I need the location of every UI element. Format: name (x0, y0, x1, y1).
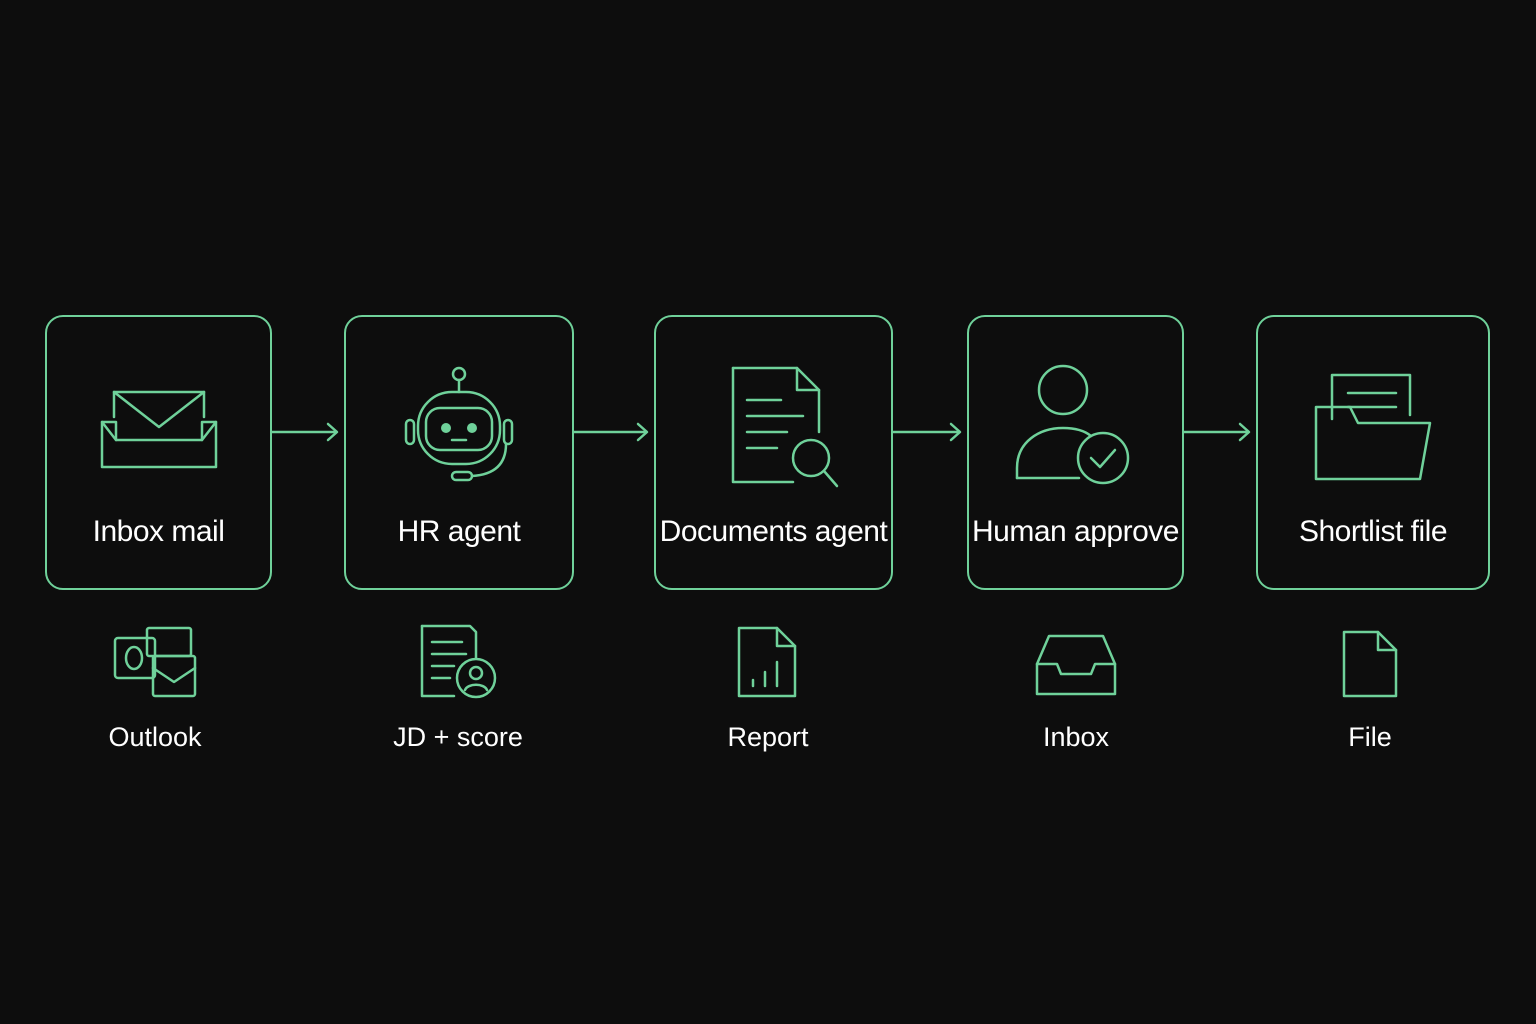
sub-label: Inbox (1042, 722, 1110, 752)
sub-label: Outlook (108, 722, 202, 752)
step-documents-agent: Documents agent (654, 315, 893, 590)
sub-report: Report (688, 615, 848, 753)
sub-label: JD + score (393, 722, 523, 752)
folder-icon (1258, 357, 1488, 497)
step-inbox-mail: Inbox mail (45, 315, 272, 590)
inbox-tray-icon (996, 615, 1156, 700)
step-label: HR agent (397, 515, 521, 548)
outlook-icon (75, 615, 235, 700)
report-chart-icon (688, 615, 848, 700)
step-label: Shortlist file (1298, 515, 1448, 548)
step-hr-agent: HR agent (344, 315, 574, 590)
sub-label: Report (727, 722, 809, 752)
step-label: Human approve (972, 515, 1179, 548)
robot-icon (346, 357, 572, 497)
arrow-2 (572, 422, 649, 442)
sub-inbox: Inbox (996, 615, 1156, 753)
step-label: Documents agent (659, 515, 888, 548)
arrow-1 (270, 422, 339, 442)
file-icon (1290, 615, 1450, 700)
inbox-mail-icon (47, 357, 270, 497)
document-search-icon (656, 357, 891, 497)
step-shortlist-file: Shortlist file (1256, 315, 1490, 590)
arrow-4 (1182, 422, 1251, 442)
candidate-document-icon (378, 615, 538, 700)
step-label: Inbox mail (92, 515, 225, 548)
arrow-3 (891, 422, 962, 442)
user-check-icon (969, 357, 1182, 497)
sub-label: File (1348, 722, 1392, 752)
sub-outlook: Outlook (75, 615, 235, 753)
sub-file: File (1290, 615, 1450, 753)
step-human-approve: Human approve (967, 315, 1184, 590)
sub-jd-score: JD + score (378, 615, 538, 753)
